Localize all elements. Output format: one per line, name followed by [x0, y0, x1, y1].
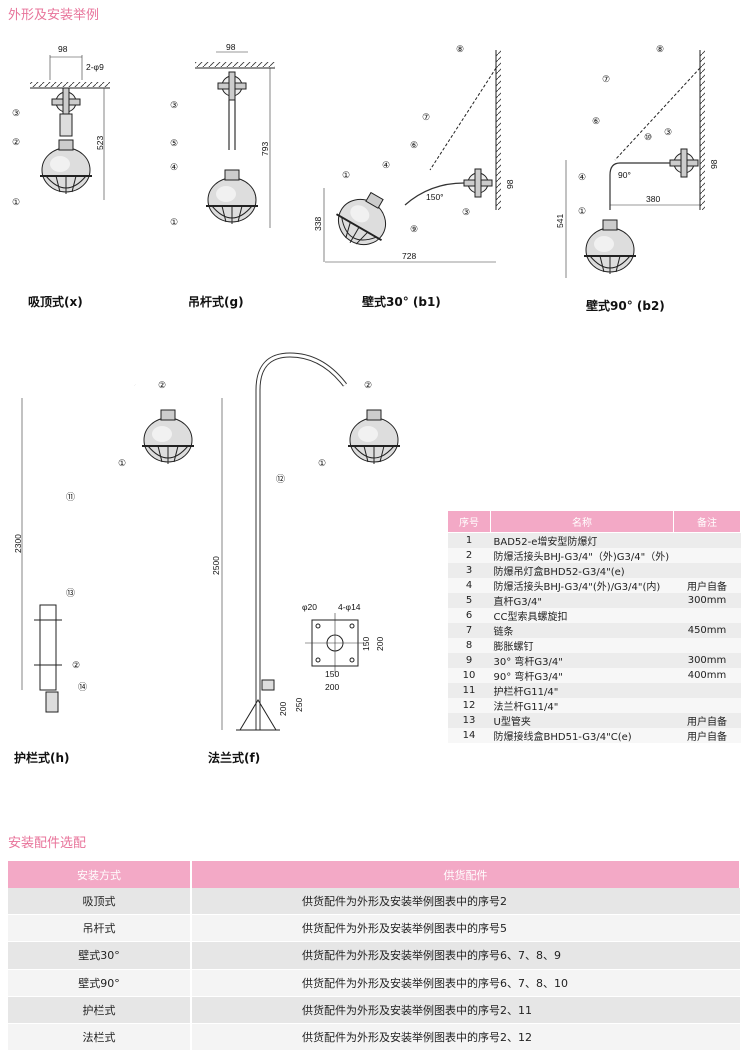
header-method: 安装方式 — [8, 861, 192, 888]
svg-text:④: ④ — [382, 160, 390, 170]
install-section-title: 外形及安装举例 — [8, 8, 100, 23]
dim-label: 523 — [95, 136, 105, 150]
svg-text:①: ① — [342, 170, 350, 180]
svg-text:①: ① — [170, 217, 178, 227]
svg-text:⑩: ⑩ — [644, 132, 652, 142]
svg-text:④: ④ — [578, 172, 586, 182]
svg-text:⑥: ⑥ — [410, 140, 418, 150]
svg-text:②: ② — [72, 660, 80, 670]
header-no: 序号 — [447, 510, 491, 533]
dim-label: 541 — [555, 214, 565, 228]
dim-label: 150 — [361, 637, 371, 651]
header-supply: 供货配件 — [191, 861, 741, 888]
dim-label: 2-φ9 — [86, 62, 104, 72]
figure-wall-90: 380 541 90° 98 ⑧ ⑦ ⑥ ⑩ ③ ④ ① 壁式90° (b2) — [555, 44, 719, 313]
dim-label: 150° — [426, 192, 444, 202]
accessories-section-title: 安装配件选配 — [8, 836, 87, 851]
svg-text:①: ① — [578, 206, 586, 216]
svg-text:②: ② — [158, 380, 166, 390]
svg-text:⑧: ⑧ — [656, 44, 664, 54]
dim-label: 2500 — [211, 556, 221, 575]
svg-text:⑨: ⑨ — [410, 224, 418, 234]
svg-text:③: ③ — [12, 108, 20, 118]
accessories-table: 安装方式 供货配件 吸顶式供货配件为外形及安装举例图表中的序号2 吊杆式供货配件… — [8, 861, 741, 1051]
caption-wall-30: 壁式30° (b1) — [362, 294, 441, 309]
dim-label: 338 — [313, 217, 323, 231]
header-note: 备注 — [673, 510, 741, 533]
svg-text:①: ① — [12, 197, 20, 207]
svg-text:⑭: ⑭ — [78, 682, 87, 692]
svg-text:⑥: ⑥ — [592, 116, 600, 126]
figure-pendant-rod: 98 793 ③ ⑤ ④ ① 吊杆式(g) — [170, 42, 275, 309]
svg-text:③: ③ — [664, 127, 672, 137]
svg-text:③: ③ — [462, 207, 470, 217]
svg-text:②: ② — [12, 137, 20, 147]
figure-ceiling-mount: 98 2-φ9 523 ③ ② ① 吸顶式(x) — [12, 44, 110, 309]
figure-wall-30: 728 338 150° 98 ⑧ ⑦ ⑥ ④ ① ⑨ ③ 壁式30° (b1) — [313, 44, 515, 309]
table-row: 壁式30°供货配件为外形及安装举例图表中的序号6、7、8、9 — [8, 941, 740, 970]
dim-label: 98 — [226, 42, 236, 52]
svg-text:②: ② — [364, 380, 372, 390]
svg-text:⑦: ⑦ — [422, 112, 430, 122]
dim-label: 4-φ14 — [338, 602, 361, 612]
caption-guardrail: 护栏式(h) — [14, 750, 70, 765]
dim-label: 200 — [278, 702, 288, 716]
dim-label: 2300 — [13, 534, 23, 553]
table-row: 法栏式供货配件为外形及安装举例图表中的序号2、12 — [8, 1023, 740, 1051]
dim-label: 200 — [325, 682, 339, 692]
table-row: 护栏式供货配件为外形及安装举例图表中的序号2、11 — [8, 996, 740, 1024]
svg-text:⑫: ⑫ — [276, 474, 285, 484]
dim-label: 98 — [58, 44, 68, 54]
dim-label: 98 — [709, 159, 719, 169]
dim-label: 793 — [260, 142, 270, 156]
figure-guardrail: 2300 ② ① ⑪ ⑬ ② ⑭ 护栏式(h) — [13, 353, 195, 765]
dim-label: 728 — [402, 251, 416, 261]
dim-label: 150 — [325, 669, 339, 679]
svg-text:⑤: ⑤ — [170, 138, 178, 148]
svg-text:①: ① — [118, 458, 126, 468]
svg-text:⑦: ⑦ — [602, 74, 610, 84]
svg-text:③: ③ — [170, 100, 178, 110]
dim-label: 200 — [375, 637, 385, 651]
figure-flange: 2500 200 250 φ20 4-φ14 150 200 150 200 ②… — [208, 352, 401, 765]
svg-text:⑧: ⑧ — [456, 44, 464, 54]
dim-label: 90° — [618, 170, 631, 180]
caption-ceiling: 吸顶式(x) — [28, 294, 83, 309]
dim-label: φ20 — [302, 602, 317, 612]
svg-text:④: ④ — [170, 162, 178, 172]
caption-flange: 法兰式(f) — [208, 750, 260, 765]
dim-label: 250 — [294, 698, 304, 712]
table-row: 吊杆式供货配件为外形及安装举例图表中的序号5 — [8, 914, 740, 943]
dim-label: 98 — [505, 179, 515, 189]
svg-text:①: ① — [318, 458, 326, 468]
header-name: 名称 — [490, 510, 674, 533]
caption-pendant: 吊杆式(g) — [188, 294, 244, 309]
caption-wall-90: 壁式90° (b2) — [586, 298, 665, 313]
table-row: 壁式90°供货配件为外形及安装举例图表中的序号6、7、8、10 — [8, 969, 740, 997]
technical-drawings: 98 2-φ9 523 ③ ② ① 吸顶式(x) 98 793 ③ ⑤ ④ ① … — [12, 42, 719, 765]
dim-label: 380 — [646, 194, 660, 204]
table-row: 吸顶式供货配件为外形及安装举例图表中的序号2 — [8, 888, 740, 916]
svg-text:⑪: ⑪ — [66, 492, 75, 502]
svg-text:⑬: ⑬ — [66, 588, 75, 598]
